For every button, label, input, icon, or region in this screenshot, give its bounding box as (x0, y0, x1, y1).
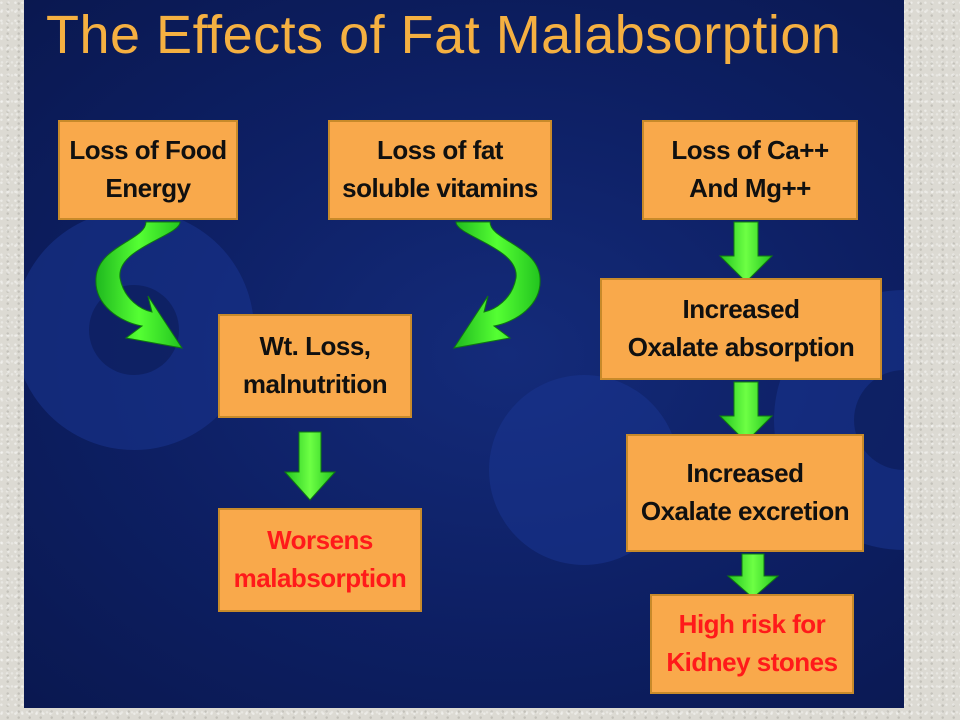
node-label: Worsens malabsorption (233, 525, 407, 593)
node-loss-of-ca-mg: Loss of Ca++ And Mg++ (642, 120, 858, 220)
node-label: High risk for Kidney stones (666, 609, 838, 677)
down-arrow-camg-to-absorption (718, 221, 774, 283)
slide-title: The Effects of Fat Malabsorption (46, 5, 842, 65)
node-label: Loss of Ca++ And Mg++ (671, 135, 829, 203)
down-arrow-excretion-to-kidney (726, 553, 780, 599)
node-label: Loss of fat soluble vitamins (342, 135, 538, 203)
node-label: Wt. Loss, malnutrition (242, 331, 388, 399)
node-label: Increased Oxalate absorption (627, 294, 855, 362)
node-increased-oxalate-excretion: Increased Oxalate excretion (626, 434, 864, 552)
slide-canvas: The Effects of Fat Malabsorption Loss of… (24, 0, 904, 708)
down-arrow-absorption-to-excretion (718, 381, 774, 443)
flow-arrows (95, 221, 780, 599)
node-loss-of-food-energy: Loss of Food Energy (58, 120, 238, 220)
curved-arrow-food-to-wtloss (95, 221, 184, 349)
node-wt-loss-malnutrition: Wt. Loss, malnutrition (218, 314, 412, 418)
node-label: Loss of Food Energy (69, 135, 227, 203)
curved-arrow-vitamins-to-wtloss (452, 221, 541, 349)
node-increased-oxalate-absorption: Increased Oxalate absorption (600, 278, 882, 380)
node-high-risk-kidney-stones: High risk for Kidney stones (650, 594, 854, 694)
node-loss-of-fat-soluble-vitamins: Loss of fat soluble vitamins (328, 120, 552, 220)
node-worsens-malabsorption: Worsens malabsorption (218, 508, 422, 612)
node-label: Increased Oxalate excretion (640, 458, 850, 526)
down-arrow-wtloss-to-worsens (283, 431, 337, 501)
